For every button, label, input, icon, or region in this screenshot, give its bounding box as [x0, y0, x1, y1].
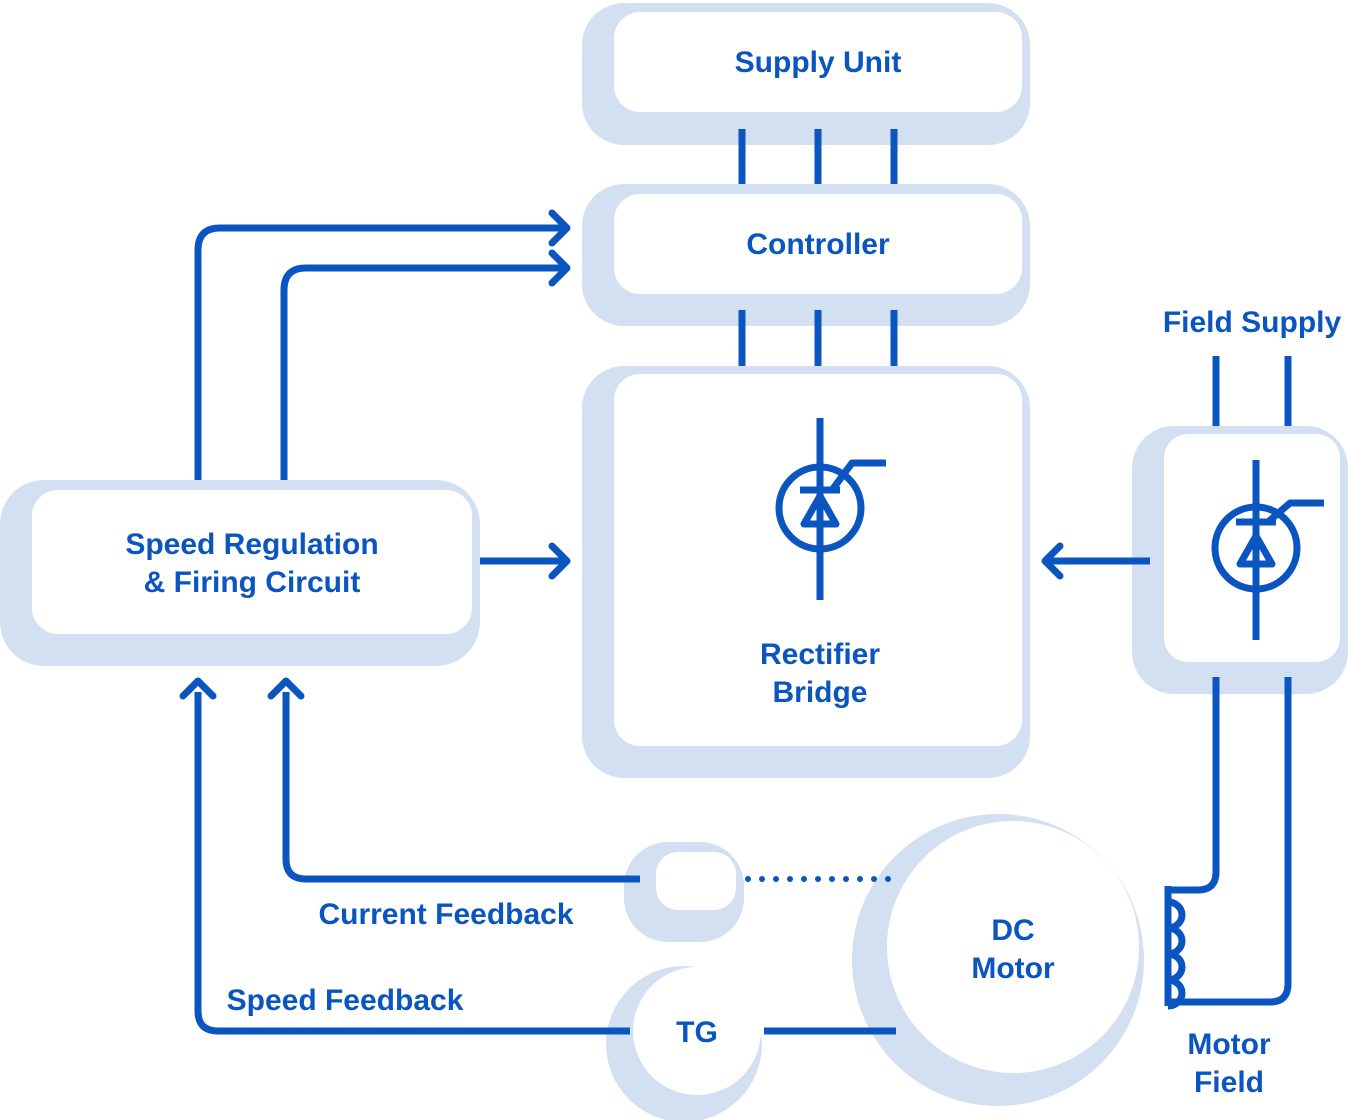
- labels: Supply Unit Controller Rectifier Bridge …: [125, 46, 1341, 1099]
- motor-field-label-line2: Field: [1194, 1066, 1264, 1099]
- wires: [194, 129, 1292, 1035]
- controller-block: [614, 194, 1022, 294]
- dc-motor-block: [887, 821, 1139, 1073]
- current-sensor-block: [656, 852, 736, 910]
- current-feedback-label: Current Feedback: [318, 898, 573, 931]
- supply-unit-label: Supply Unit: [735, 46, 902, 79]
- motor-field-label-line1: Motor: [1187, 1028, 1271, 1061]
- supply-unit-block: [614, 12, 1022, 112]
- speed-feedback-label: Speed Feedback: [227, 984, 464, 1017]
- tg-block: [633, 967, 761, 1095]
- thyristor-icon: [1211, 460, 1324, 640]
- field-supply-label: Field Supply: [1163, 306, 1342, 339]
- arrow-icon: [179, 677, 217, 700]
- speed-regulation-label-line1: Speed Regulation: [125, 528, 378, 561]
- rectifier-label-line2: Bridge: [772, 676, 867, 709]
- arrow-icon: [548, 542, 571, 580]
- tg-label: TG: [676, 1016, 718, 1049]
- arrow-icon: [548, 249, 571, 287]
- dc-motor-label-line1: DC: [991, 914, 1034, 947]
- rectifier-label-line1: Rectifier: [760, 638, 880, 671]
- arrow-icon: [548, 209, 571, 247]
- controller-label: Controller: [746, 228, 890, 261]
- speed-regulation-block: [32, 490, 472, 634]
- speed-regulation-label-line2: & Firing Circuit: [144, 566, 361, 599]
- arrow-icon: [1041, 542, 1064, 580]
- inductor-coil-icon: [1164, 886, 1186, 1010]
- thyristor-icon: [775, 418, 886, 600]
- arrowheads: [179, 209, 1064, 700]
- arrow-icon: [267, 677, 305, 700]
- dc-motor-label-line2: Motor: [971, 952, 1055, 985]
